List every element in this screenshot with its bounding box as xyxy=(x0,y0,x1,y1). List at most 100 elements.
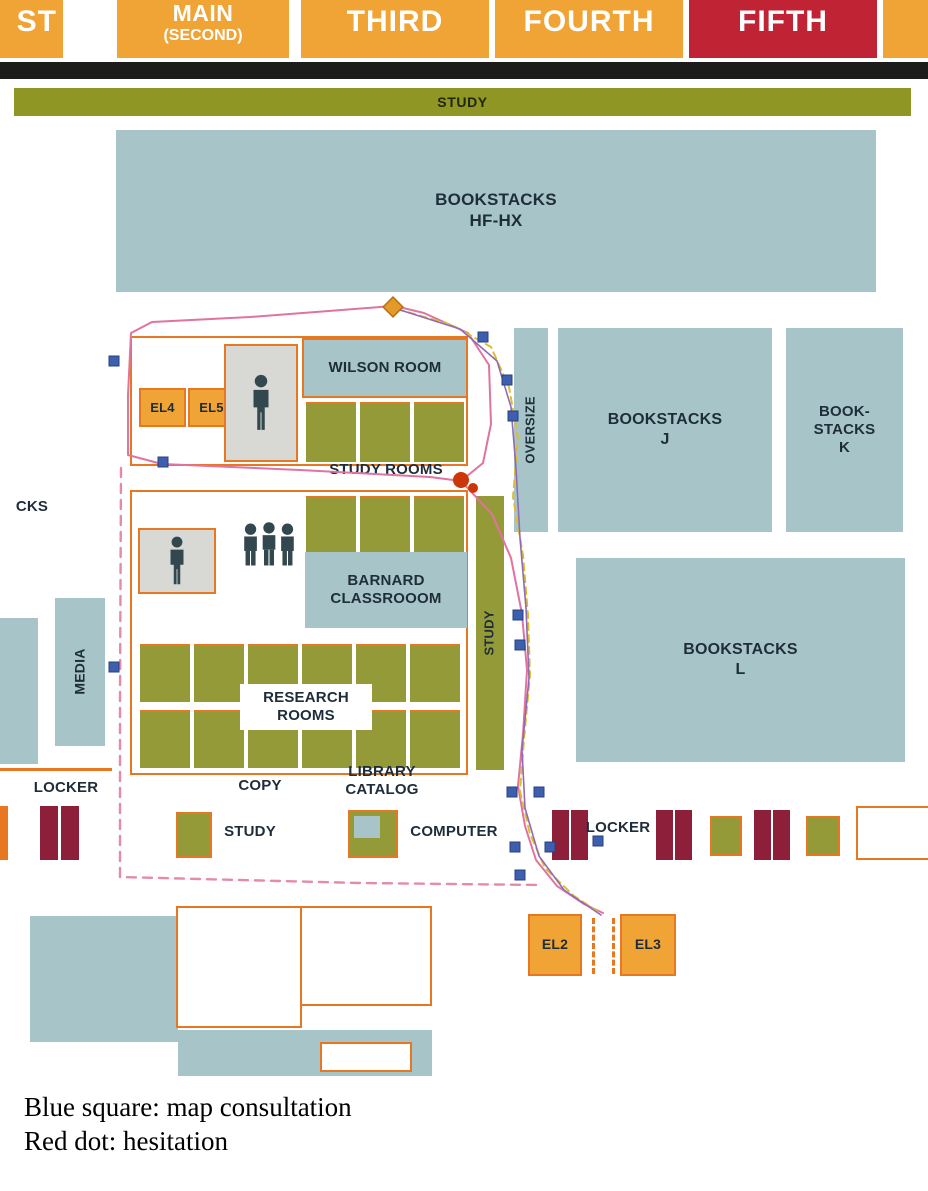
room-el3-label: EL3 xyxy=(634,936,662,953)
room-el5-label: EL5 xyxy=(199,399,224,415)
locker-block xyxy=(656,810,673,860)
study-rooms-label: STUDY ROOMS xyxy=(329,461,443,478)
study-room-cell xyxy=(414,402,464,462)
room-el3: EL3 xyxy=(620,914,676,976)
tab-main-label: MAIN xyxy=(172,0,234,26)
map-consultation-marker xyxy=(477,331,489,343)
room-media-label: MEDIA xyxy=(71,648,88,696)
left-edge-block xyxy=(0,618,38,764)
map-consultation-marker xyxy=(501,374,513,386)
map-consultation-marker xyxy=(514,869,526,881)
start-marker xyxy=(382,296,404,318)
bottom-left-block xyxy=(30,916,178,1042)
computer-kiosk-screen xyxy=(354,816,380,838)
study-room-cell xyxy=(360,402,410,462)
locker-right-label: LOCKER xyxy=(585,819,651,836)
room-bookstacks-j: BOOKSTACKS J xyxy=(558,328,772,532)
hesitation-marker xyxy=(468,483,478,493)
map-consultation-marker xyxy=(514,639,526,651)
study-corridor-label: STUDY xyxy=(437,94,488,110)
divider-bar xyxy=(0,62,928,79)
room-bookstacks-j-label: BOOKSTACKS J xyxy=(607,411,723,448)
room-barnard: BARNARD CLASSROOOM xyxy=(305,552,467,628)
research-room-cell xyxy=(410,644,460,702)
room-oversize-label: OVERSIZE xyxy=(523,396,539,464)
computer-kiosk-block xyxy=(348,810,398,858)
restroom-person-icon xyxy=(170,536,184,585)
room-oversize: OVERSIZE xyxy=(514,328,548,532)
tab-fifth-active[interactable]: FIFTH xyxy=(689,0,877,58)
wall-line xyxy=(0,768,112,771)
room-media: MEDIA xyxy=(55,598,105,746)
locker-block xyxy=(552,810,569,860)
study-bottom-label: STUDY xyxy=(224,823,276,840)
study-corridor-bar: STUDY xyxy=(14,88,911,116)
room-wilson: WILSON ROOM xyxy=(302,338,468,398)
map-consultation-marker xyxy=(108,661,120,673)
room-wilson-label: WILSON ROOM xyxy=(328,358,442,376)
corridor-dash xyxy=(612,918,615,974)
study-room-cell xyxy=(414,496,464,558)
room-bookstacks-l-label: BOOKSTACKS L xyxy=(683,641,798,678)
corridor-dash xyxy=(592,918,595,974)
tab-main-second[interactable]: MAIN (SECOND) xyxy=(117,0,289,58)
tab-third-label: THIRD xyxy=(346,5,444,38)
locker-block xyxy=(61,806,79,860)
map-consultation-marker xyxy=(512,609,524,621)
bottom-room-b xyxy=(300,906,432,1006)
research-room-cell xyxy=(140,710,190,768)
room-bookstacks-k: BOOK- STACKS K xyxy=(786,328,903,532)
map-consultation-marker xyxy=(108,355,120,367)
map-consultation-marker xyxy=(533,786,545,798)
bottom-inner-room xyxy=(320,1042,412,1072)
restroom-person-icon xyxy=(253,374,269,430)
map-consultation-marker xyxy=(592,835,604,847)
locker-block xyxy=(773,810,790,860)
research-room-cell xyxy=(410,710,460,768)
study-room-cell xyxy=(306,402,356,462)
study-room-cell xyxy=(360,496,410,558)
legend-red-dot: Red dot: hesitation xyxy=(24,1126,228,1156)
tab-first[interactable]: ST xyxy=(0,0,63,58)
tab-fourth-label: FOURTH xyxy=(523,5,655,38)
research-room-cell xyxy=(140,644,190,702)
tab-fourth[interactable]: FOURTH xyxy=(495,0,683,58)
study-kiosk-block xyxy=(176,812,212,858)
room-barnard-label: BARNARD CLASSROOOM xyxy=(330,571,442,607)
tab-fifth-label: FIFTH xyxy=(738,5,828,38)
room-study-strip: STUDY xyxy=(476,496,504,770)
research-room-cell xyxy=(194,710,244,768)
room-bookstacks-k-label: BOOK- STACKS K xyxy=(813,402,876,457)
legend-blue-square: Blue square: map consultation xyxy=(24,1092,352,1122)
room-el4: EL4 xyxy=(139,388,186,427)
copy-label: COPY xyxy=(238,777,282,794)
bench-block xyxy=(710,816,742,856)
research-rooms-label: RESEARCH ROOMS xyxy=(263,688,349,724)
tab-partial-right[interactable] xyxy=(883,0,928,58)
room-bookstacks-hfhx-label: BOOKSTACKS HF-HX xyxy=(435,190,557,230)
room-bookstacks-l: BOOKSTACKS L xyxy=(576,558,905,762)
computer-label: COMPUTER xyxy=(410,823,498,840)
locker-block xyxy=(40,806,58,860)
restroom-upper xyxy=(224,344,298,462)
map-consultation-marker xyxy=(506,786,518,798)
research-room-cell xyxy=(194,644,244,702)
restroom-lower xyxy=(138,528,216,594)
map-consultation-marker xyxy=(509,841,521,853)
library-catalog-label: LIBRARY CATALOG xyxy=(345,763,419,799)
locker-block xyxy=(675,810,692,860)
room-el2: EL2 xyxy=(528,914,582,976)
research-rooms-label-box: RESEARCH ROOMS xyxy=(240,684,372,730)
locker-left-label: LOCKER xyxy=(33,779,99,796)
study-room-cell xyxy=(306,496,356,558)
room-el4-label: EL4 xyxy=(150,399,175,415)
right-edge-room xyxy=(856,806,928,860)
tab-first-label: ST xyxy=(16,5,57,38)
bottom-room-a xyxy=(176,906,302,1028)
room-study-strip-label: STUDY xyxy=(482,610,498,656)
locker-block xyxy=(0,806,8,860)
bench-block xyxy=(806,816,840,856)
room-bookstacks-partial-label: CKS xyxy=(15,498,49,515)
tab-third[interactable]: THIRD xyxy=(301,0,489,58)
